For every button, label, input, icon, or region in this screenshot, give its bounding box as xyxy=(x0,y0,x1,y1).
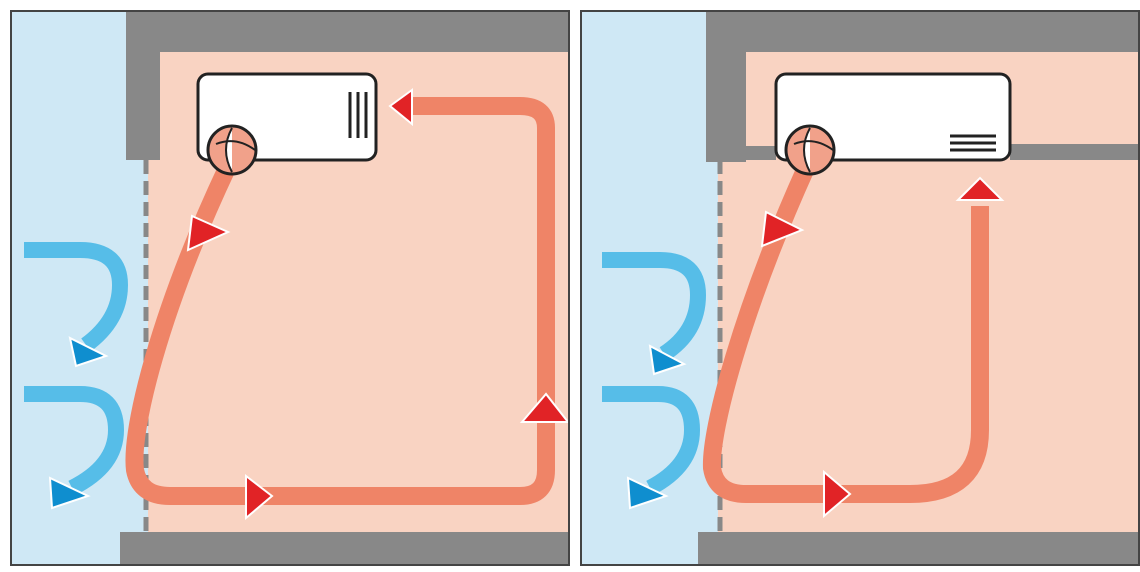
flow-arrow-icon xyxy=(955,176,1005,201)
fan-icon xyxy=(206,124,258,176)
bulkhead-right xyxy=(1010,144,1138,160)
flow-arrow-icon xyxy=(823,469,852,519)
cold-draft-arrow-icon xyxy=(602,386,701,510)
panel-frame xyxy=(10,10,570,566)
warm-air-flow xyxy=(702,164,989,503)
left-upper-wall xyxy=(126,12,160,160)
bulkhead-gap xyxy=(746,52,772,162)
diagram-panel-right xyxy=(580,10,1140,566)
ceiling-wall xyxy=(126,12,568,52)
right-diagram-svg xyxy=(580,10,1140,566)
ceiling-wall xyxy=(706,12,1138,52)
warm-air-flow xyxy=(125,97,555,505)
wall-unit-icon xyxy=(774,72,1012,162)
flow-arrow-icon xyxy=(186,214,231,252)
bulkhead-left xyxy=(746,146,776,160)
flow-arrow-icon xyxy=(245,473,274,521)
fan-icon xyxy=(784,124,836,176)
floor-wall xyxy=(698,532,1138,564)
cold-draft-arrow-icon xyxy=(24,242,129,368)
flow-arrow-icon xyxy=(519,392,570,423)
flow-arrow-icon xyxy=(760,210,805,248)
cold-draft-arrow-icon xyxy=(602,252,707,376)
diagram-panel-left xyxy=(10,10,570,566)
left-upper-wall xyxy=(706,12,746,162)
flow-arrow-icon xyxy=(388,88,413,127)
panel-frame xyxy=(580,10,1140,566)
cold-draft-arrow-icon xyxy=(24,386,125,510)
left-diagram-svg xyxy=(10,10,570,566)
floor-wall xyxy=(120,532,568,564)
